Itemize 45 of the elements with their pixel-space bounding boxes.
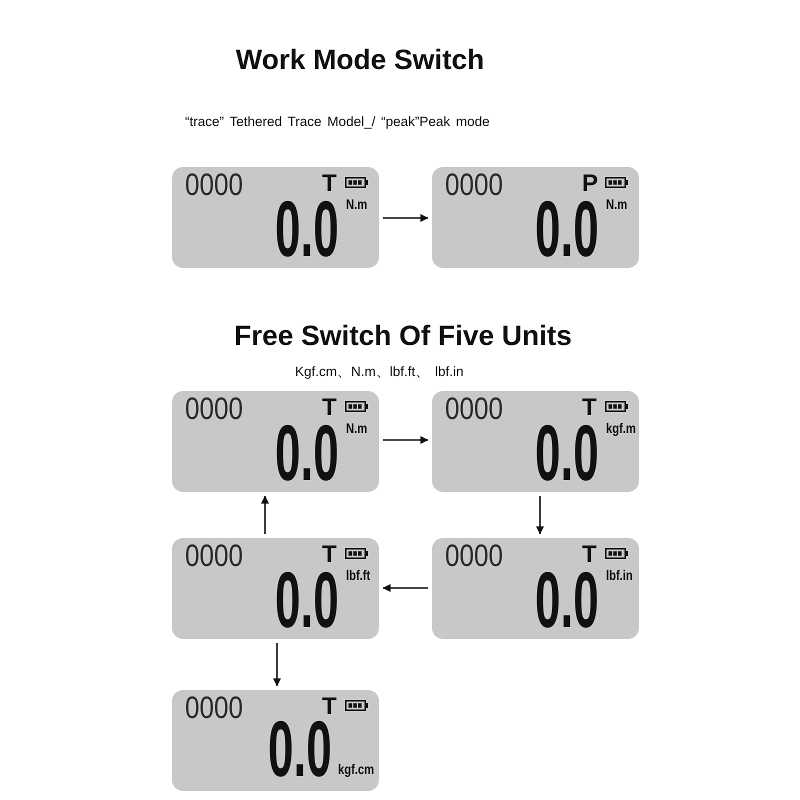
torque-reading: 0.0	[275, 424, 339, 482]
counter-readout: 0000	[185, 697, 243, 720]
mode-letter: T	[322, 546, 337, 564]
torque-reading: 0.0	[535, 571, 599, 630]
lcd-screen	[172, 690, 379, 791]
arrow	[261, 496, 269, 534]
unit-label: N.m	[346, 197, 368, 211]
subtitle: “trace” Tethered Trace Model_/ “peak”Peak mode	[185, 114, 490, 131]
counter-readout: 0000	[445, 174, 503, 197]
units-list: Kgf.cm、N.m、lbf.ft、 lbf.in	[295, 364, 464, 381]
counter-readout: 0000	[185, 174, 243, 197]
torque-reading: 0.0	[535, 424, 599, 482]
mode-letter: P	[582, 175, 598, 193]
mode-letter: T	[582, 546, 597, 564]
arrow	[536, 496, 544, 534]
lcd-screen	[172, 538, 379, 639]
lcd-screen	[432, 167, 639, 268]
counter-readout: 0000	[185, 545, 243, 568]
torque-reading: 0.0	[275, 200, 339, 258]
section-heading: Free Switch Of Five Units	[234, 320, 572, 352]
unit-label: N.m	[346, 421, 368, 435]
lcd-screen	[432, 538, 639, 639]
counter-readout: 0000	[445, 545, 503, 568]
lcd-screen	[432, 391, 639, 492]
unit-label: kgf.cm	[338, 762, 374, 776]
torque-reading: 0.0	[268, 720, 332, 778]
arrow	[273, 643, 281, 686]
counter-readout: 0000	[445, 398, 503, 421]
mode-letter: T	[322, 175, 337, 193]
mode-letter: T	[322, 698, 337, 716]
mode-letter: T	[322, 399, 337, 417]
lcd-screen	[172, 167, 379, 268]
unit-label: kgf.m	[606, 421, 636, 435]
torque-reading: 0.0	[275, 571, 339, 630]
lcd-screen	[172, 391, 379, 492]
arrow	[382, 584, 428, 592]
arrow	[383, 436, 428, 444]
unit-label: N.m	[606, 197, 628, 211]
counter-readout: 0000	[185, 398, 243, 421]
mode-letter: T	[582, 399, 597, 417]
unit-label: lbf.ft	[346, 568, 370, 582]
arrow	[383, 214, 428, 222]
unit-label: lbf.in	[606, 568, 633, 582]
diagram-title: Work Mode Switch	[236, 44, 484, 76]
torque-reading: 0.0	[535, 200, 599, 258]
